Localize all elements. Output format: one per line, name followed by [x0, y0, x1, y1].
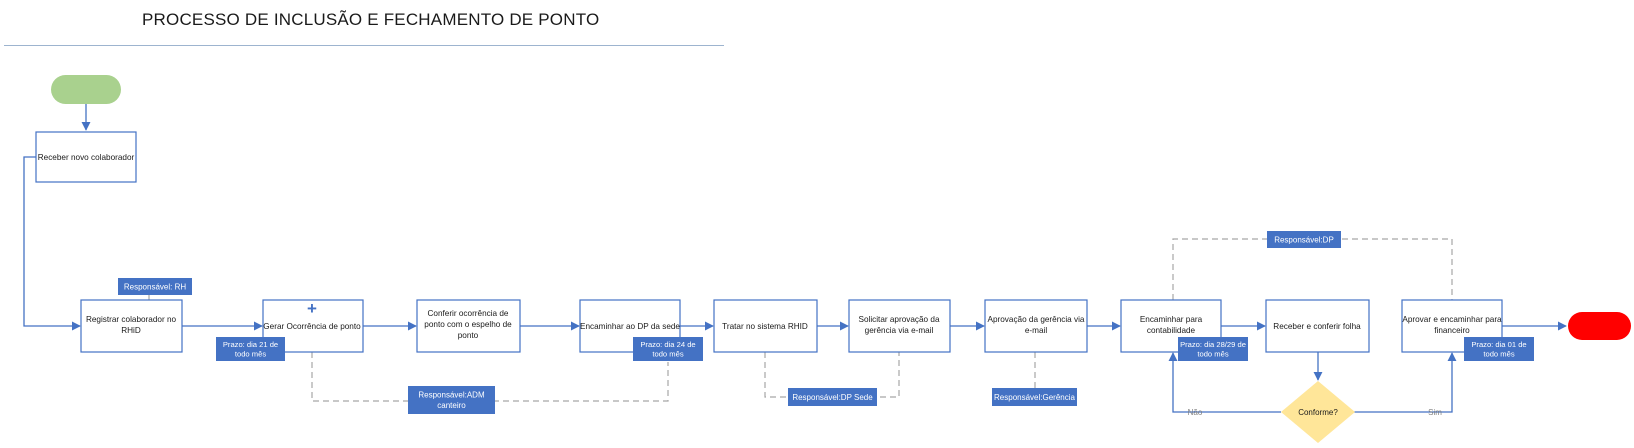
- process-steps: Receber novo colaborador Registrar colab…: [35, 131, 1503, 353]
- tag-prazo-01-line-1: Prazo: dia 01 de: [1471, 340, 1526, 349]
- step-conferir: Conferir ocorrência de ponto com o espel…: [416, 299, 521, 353]
- flow-arrows: [23, 104, 1567, 413]
- end-terminator: [1568, 312, 1631, 340]
- tag-prazo-2829-line-2: todo mês: [1197, 350, 1228, 359]
- tag-prazo-21-line-1: Prazo: dia 21 de: [223, 340, 278, 349]
- tag-prazo-24: Prazo: dia 24 de todo mês: [633, 337, 703, 361]
- tag-responsavel-dp: Responsável:DP: [1267, 231, 1341, 248]
- step-conferir-line-3: ponto: [458, 331, 479, 340]
- step-aprovacao: Aprovação da gerência via e-mail: [984, 299, 1088, 353]
- arrow-decisao-nao: [1168, 352, 1281, 413]
- tag-responsavel-gerencia-line-1: Responsável:Gerência: [994, 393, 1075, 402]
- step-conferir-line-2: ponto com o espelho de: [424, 320, 512, 329]
- tag-prazo-2829-line-1: Prazo: dia 28/29 de: [1180, 340, 1246, 349]
- step-registrar: Registrar colaborador no RHiD: [80, 299, 183, 353]
- decision-no-label: Não: [1188, 408, 1203, 417]
- tag-responsavel-rh: Responsável: RH: [118, 278, 192, 295]
- page-title: PROCESSO DE INCLUSÃO E FECHAMENTO DE PON…: [142, 10, 600, 29]
- tag-responsavel-dp-line-1: Responsável:DP: [1274, 236, 1334, 245]
- tag-responsavel-adm-line-1: Responsável:ADM: [418, 391, 485, 400]
- decision-label: Conforme?: [1298, 408, 1338, 417]
- step-encaminhar-dp-line-1: Encaminhar ao DP da sede: [580, 322, 680, 331]
- step-receber-line-1: Receber novo colaborador: [38, 153, 135, 162]
- decision-yes-label: Sim: [1428, 408, 1442, 417]
- step-tratar: Tratar no sistema RHID: [713, 299, 818, 353]
- step-solicitar-line-1: Solicitar aprovação da: [858, 315, 939, 324]
- arrow-receber-registrar: [23, 156, 81, 331]
- start-terminator: [51, 75, 121, 104]
- step-registrar-line-1: Registrar colaborador no: [86, 315, 177, 324]
- step-aprovacao-line-1: Aprovação da gerência via: [988, 315, 1085, 324]
- tag-responsavel-gerencia: Responsável:Gerência: [992, 388, 1077, 406]
- step-conferir-line-1: Conferir ocorrência de: [427, 309, 508, 318]
- tag-prazo-2829: Prazo: dia 28/29 de todo mês: [1178, 337, 1248, 361]
- prazo-tags: Prazo: dia 21 de todo mês Prazo: dia 24 …: [216, 337, 1534, 361]
- tag-prazo-24-line-1: Prazo: dia 24 de: [640, 340, 695, 349]
- dashed-adm: [311, 352, 669, 402]
- step-registrar-line-2: RHiD: [121, 326, 141, 335]
- tag-responsavel-rh-line-1: Responsável: RH: [124, 283, 186, 292]
- step-solicitar: Solicitar aprovação da gerência via e-ma…: [848, 299, 951, 353]
- step-contabilidade-line-2: contabilidade: [1147, 326, 1196, 335]
- tag-responsavel-dp-sede-line-1: Responsável:DP Sede: [792, 393, 873, 402]
- step-aprovacao-line-2: e-mail: [1025, 326, 1047, 335]
- step-aprovar-line-1: Aprovar e encaminhar para: [1402, 315, 1502, 324]
- step-contabilidade-line-1: Encaminhar para: [1140, 315, 1203, 324]
- tag-responsavel-adm: Responsável:ADM canteiro: [408, 386, 495, 414]
- step-aprovar-line-2: financeiro: [1434, 326, 1470, 335]
- plus-icon: +: [307, 299, 317, 318]
- tag-prazo-01: Prazo: dia 01 de todo mês: [1464, 337, 1534, 361]
- tag-responsavel-dp-sede: Responsável:DP Sede: [788, 388, 877, 406]
- step-solicitar-line-2: gerência via e-mail: [865, 326, 934, 335]
- step-receber-folha-line-1: Receber e conferir folha: [1273, 322, 1361, 331]
- responsavel-tags: Responsável: RH Responsável:ADM canteiro…: [118, 231, 1341, 414]
- tag-responsavel-adm-line-2: canteiro: [437, 401, 466, 410]
- tag-prazo-21: Prazo: dia 21 de todo mês: [216, 337, 285, 361]
- decision-diamond: [1281, 381, 1355, 443]
- tag-prazo-21-line-2: todo mês: [235, 350, 266, 359]
- step-receber-folha: Receber e conferir folha: [1265, 299, 1370, 353]
- step-gerar-line-1: Gerar Ocorrência de ponto: [263, 322, 361, 331]
- title-divider: [4, 45, 724, 46]
- arrow-decisao-sim: [1354, 352, 1457, 413]
- step-tratar-line-1: Tratar no sistema RHID: [722, 322, 808, 331]
- tag-prazo-01-line-2: todo mês: [1483, 350, 1514, 359]
- tag-prazo-24-line-2: todo mês: [652, 350, 683, 359]
- dashed-dp: [1172, 238, 1453, 300]
- step-receber: Receber novo colaborador: [35, 131, 137, 183]
